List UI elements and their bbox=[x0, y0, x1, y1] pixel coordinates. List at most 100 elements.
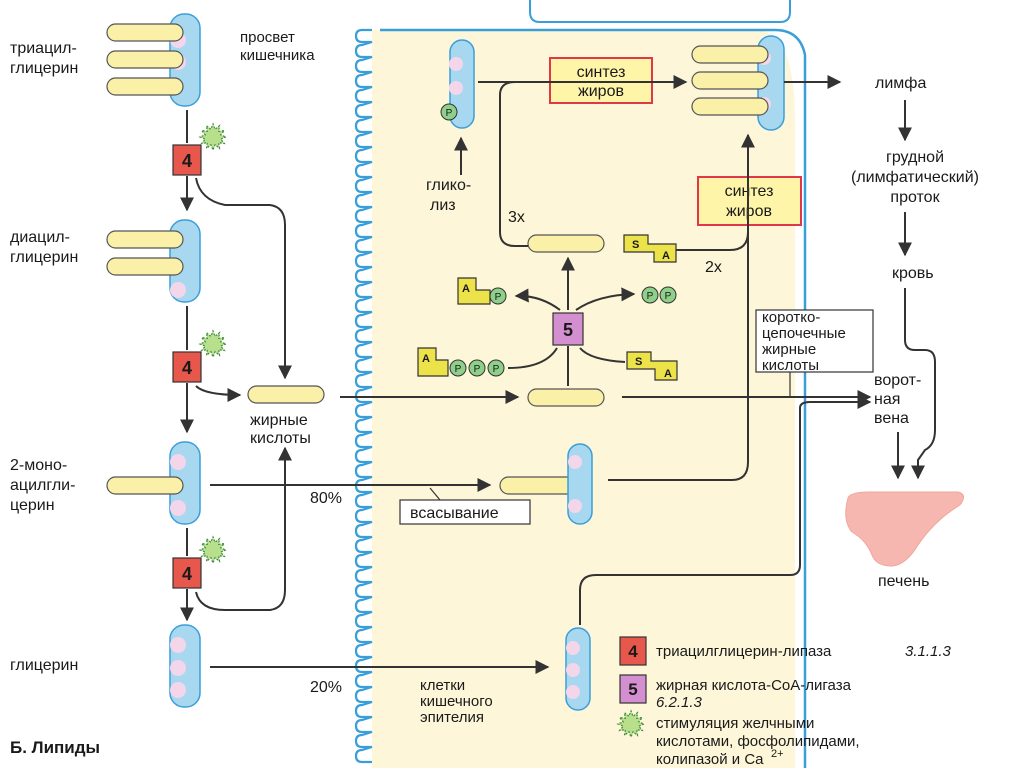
glycerol-label: глицерин bbox=[10, 657, 78, 674]
monoacylglycerol-label-2: ацилгли- bbox=[10, 477, 75, 494]
svg-text:кислотами, фосфолипидами,: кислотами, фосфолипидами, bbox=[656, 733, 860, 750]
monoacylglycerol-in-cell bbox=[499, 476, 577, 495]
svg-text:5: 5 bbox=[628, 680, 637, 699]
epithelium-label-1: клетки bbox=[420, 677, 465, 694]
monoacylglycerol-label-1: 2-моно- bbox=[10, 457, 67, 474]
ligase-badge: 5 bbox=[552, 312, 584, 346]
thoracic-duct-label-3: проток bbox=[890, 189, 940, 206]
cell-arrows bbox=[454, 75, 872, 625]
figure-caption: Б. Липиды bbox=[10, 738, 100, 757]
triacylglycerol-label-2: глицерин bbox=[10, 60, 78, 77]
multiplier-3x: 3х bbox=[508, 209, 525, 226]
route-arrows bbox=[891, 100, 936, 480]
diacylglycerol-label-1: диацил- bbox=[10, 229, 70, 246]
svg-text:A: A bbox=[422, 353, 430, 365]
legend-star-icon bbox=[616, 709, 646, 739]
cell-membrane-top-fragment bbox=[529, 0, 791, 23]
lipase-badge-2: 4 bbox=[172, 351, 202, 383]
acyl-coa-fatty-acid bbox=[527, 234, 605, 253]
absorption-callout: всасывание bbox=[399, 487, 531, 525]
cell-membrane-right bbox=[380, 28, 807, 768]
svg-text:A: A bbox=[662, 250, 670, 262]
diacylglycerol-molecule bbox=[106, 219, 201, 303]
legend-stimulation: стимуляция желчными кислотами, фосфолипи… bbox=[616, 709, 860, 768]
multiplier-2x: 2х bbox=[705, 259, 722, 276]
legend: 4 триацилглицерин-липаза 3.1.1.3 5 жирна… bbox=[616, 636, 952, 768]
svg-text:A: A bbox=[462, 283, 470, 295]
svg-text:3.1.1.3: 3.1.1.3 bbox=[905, 643, 952, 660]
triacylglycerol-label-1: триацил- bbox=[10, 40, 77, 57]
svg-text:S: S bbox=[635, 356, 642, 368]
stimulation-star-icon bbox=[198, 329, 228, 359]
monoacylglycerol-molecule bbox=[106, 441, 201, 525]
svg-text:P: P bbox=[446, 108, 453, 119]
svg-text:4: 4 bbox=[182, 358, 192, 378]
svg-text:P: P bbox=[474, 364, 481, 375]
fatty-acids-label-1: жирные bbox=[250, 412, 308, 429]
glycerol-molecule bbox=[169, 624, 201, 708]
blood-label: кровь bbox=[892, 265, 934, 282]
svg-text:синтез: синтез bbox=[577, 64, 626, 81]
pyrophosphate-product: P P bbox=[641, 286, 677, 304]
amp-product: A P bbox=[457, 277, 507, 305]
portal-vein-label-1: ворот- bbox=[874, 372, 921, 389]
svg-text:жирные: жирные bbox=[762, 341, 816, 358]
lumen-arrows bbox=[180, 110, 550, 674]
percent-80: 80% bbox=[310, 490, 342, 507]
lipase-badge-3: 4 bbox=[172, 557, 202, 589]
glycerol-cell-segment bbox=[565, 627, 591, 711]
epithelium-label-2: кишечного bbox=[420, 693, 493, 710]
glycolysis-label-2: лиз bbox=[430, 197, 456, 214]
svg-text:жирная кислота-CoA-лигаза: жирная кислота-CoA-лигаза bbox=[656, 677, 852, 694]
percent-20: 20% bbox=[310, 679, 342, 696]
svg-text:стимуляция желчными: стимуляция желчными bbox=[656, 715, 814, 732]
liver-shape bbox=[845, 491, 964, 567]
svg-text:A: A bbox=[664, 368, 672, 380]
triacylglycerol-molecule bbox=[106, 13, 201, 107]
legend-lipase: 4 триацилглицерин-липаза 3.1.1.3 bbox=[619, 636, 952, 666]
fatty-acids-label-2: кислоты bbox=[250, 430, 311, 447]
diacylglycerol-label-2: глицерин bbox=[10, 249, 78, 266]
svg-text:триацилглицерин-липаза: триацилглицерин-липаза bbox=[656, 643, 832, 660]
svg-text:4: 4 bbox=[182, 564, 192, 584]
coa-tag-bottom: S A bbox=[626, 351, 678, 381]
thoracic-duct-label-2: (лимфатический) bbox=[851, 169, 979, 186]
svg-text:6.2.1.3: 6.2.1.3 bbox=[656, 694, 703, 711]
lumen-label-1: просвет bbox=[240, 29, 295, 46]
fat-synthesis-box-1: синтез жиров bbox=[549, 57, 653, 104]
fatty-acid-lumen bbox=[247, 385, 325, 404]
lymph-label: лимфа bbox=[875, 75, 926, 92]
epithelium-label-3: эпителия bbox=[420, 709, 484, 726]
monoacylglycerol-cell-segment bbox=[567, 443, 593, 525]
coa-tag-top: S A bbox=[623, 234, 677, 263]
svg-text:коротко-: коротко- bbox=[762, 309, 820, 326]
svg-text:S: S bbox=[632, 239, 639, 251]
svg-text:4: 4 bbox=[628, 642, 638, 661]
svg-text:цепочечные: цепочечные bbox=[762, 325, 846, 342]
svg-text:P: P bbox=[455, 364, 462, 375]
portal-vein-label-2: ная bbox=[874, 391, 900, 408]
legend-ligase: 5 жирная кислота-CoA-лигаза 6.2.1.3 bbox=[619, 674, 852, 711]
svg-text:5: 5 bbox=[563, 320, 573, 340]
lumen-label-2: кишечника bbox=[240, 47, 315, 64]
atp-substrate: A P P P bbox=[417, 347, 505, 377]
svg-text:P: P bbox=[493, 364, 500, 375]
triglyceride-product bbox=[691, 35, 785, 131]
portal-vein-label-3: вена bbox=[874, 410, 909, 427]
svg-text:P: P bbox=[647, 291, 654, 302]
svg-text:2+: 2+ bbox=[771, 748, 784, 760]
thoracic-duct-label-1: грудной bbox=[886, 149, 944, 166]
cell-fatty-acid bbox=[527, 388, 605, 407]
svg-text:4: 4 bbox=[182, 151, 192, 171]
svg-text:P: P bbox=[665, 291, 672, 302]
svg-text:колипазой и Ca: колипазой и Ca bbox=[656, 751, 764, 768]
lipase-badge-1: 4 bbox=[172, 144, 202, 176]
short-chain-callout: коротко- цепочечные жирные кислоты bbox=[755, 309, 874, 397]
glycolysis-segment: P bbox=[440, 39, 475, 129]
stimulation-star-icon bbox=[198, 535, 228, 565]
liver-label: печень bbox=[878, 573, 929, 590]
svg-text:жиров: жиров bbox=[578, 83, 624, 100]
svg-text:кислоты: кислоты bbox=[762, 357, 819, 374]
